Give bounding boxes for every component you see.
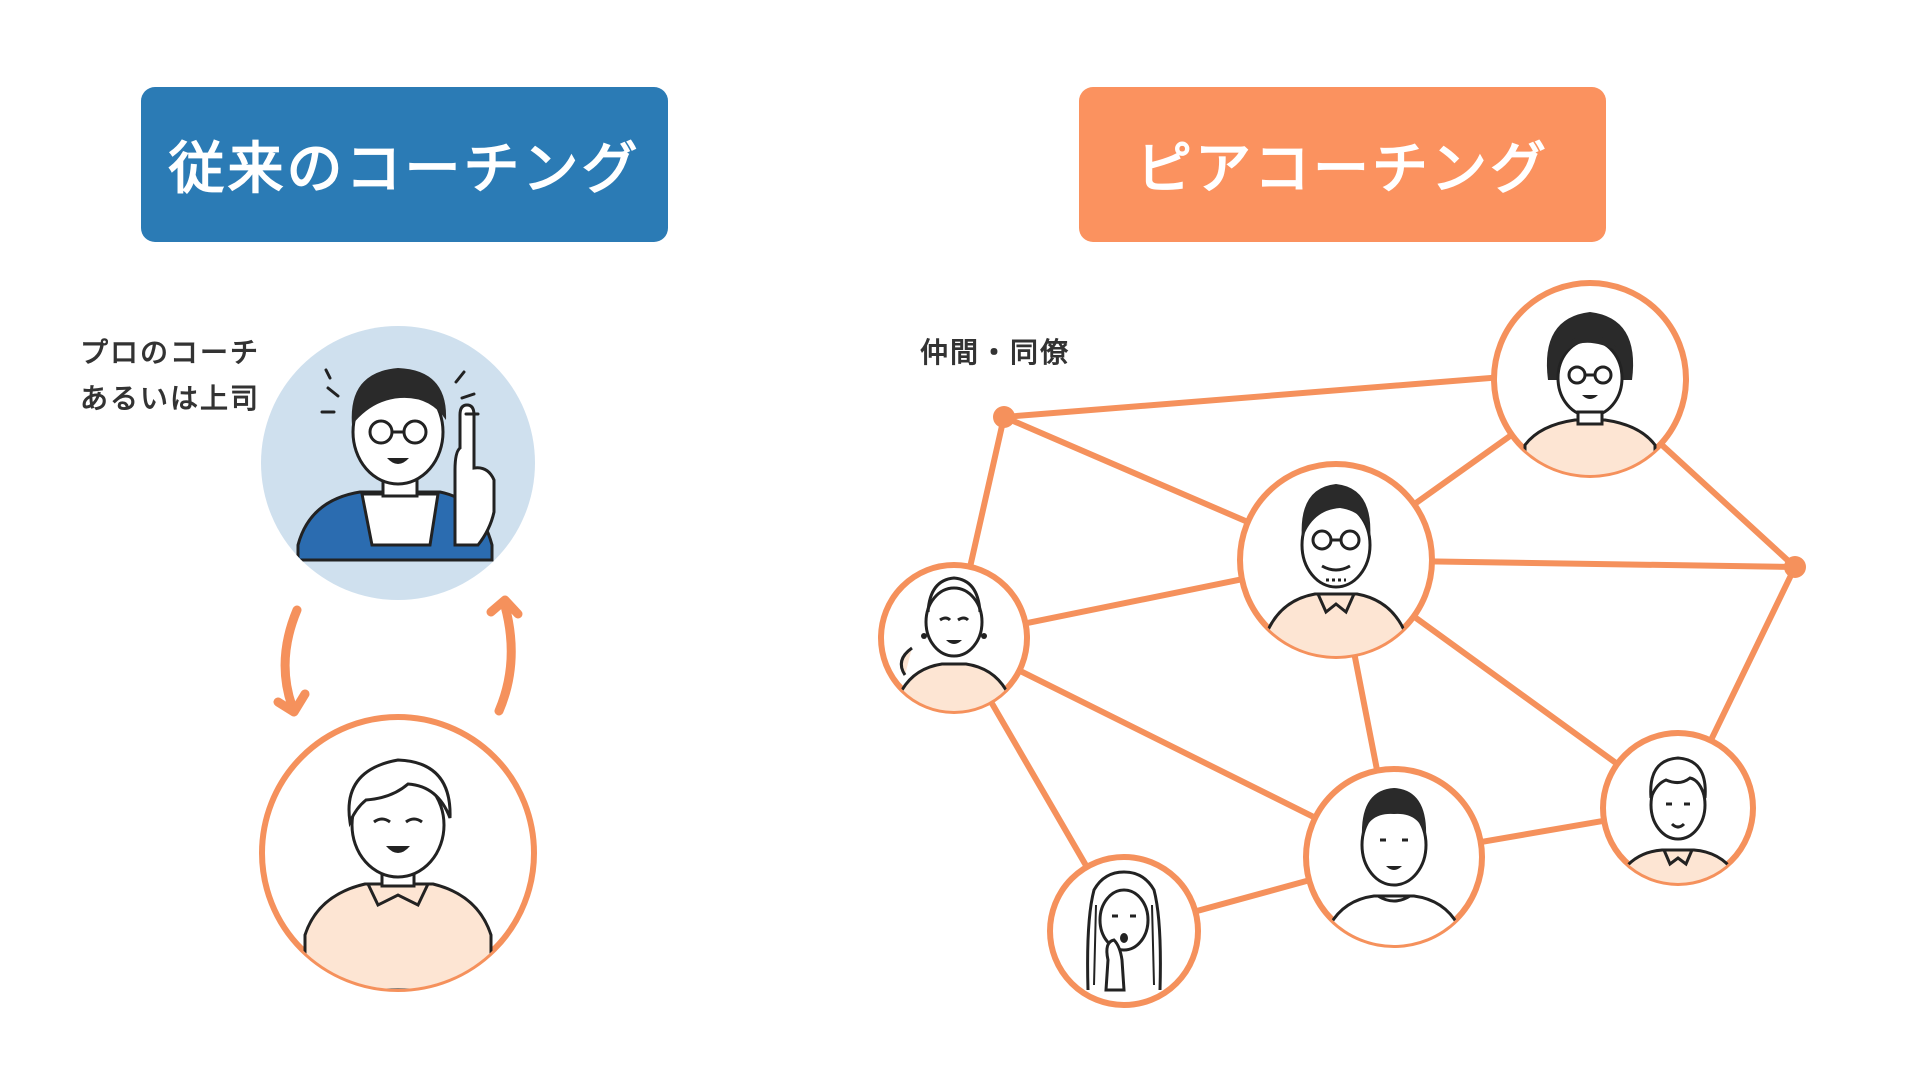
traditional-coaching-title: 従来のコーチング [141, 87, 668, 242]
peer-node-man-short-hair [1303, 766, 1485, 948]
cycle-arrows [273, 595, 523, 717]
coach-caption-line-2: あるいは上司 [80, 382, 261, 415]
person-smiling-icon [303, 758, 493, 989]
network-junction-dot [1784, 556, 1806, 578]
peers-caption: 仲間・同僚 [920, 336, 1071, 369]
peer-node-woman-glasses [1491, 280, 1689, 478]
arrow-down-icon [273, 605, 310, 717]
coach-avatar [261, 326, 535, 600]
peer-node-woman-earrings [878, 562, 1030, 714]
coach-caption: プロのコーチ あるいは上司 [80, 330, 260, 422]
learner-avatar [259, 714, 537, 992]
peer-node-woman-long-hair [1047, 854, 1201, 1008]
peer-coaching-title: ピアコーチング [1079, 87, 1606, 242]
network-junction-dot [993, 406, 1015, 428]
peer-node-man-curly-hair [1600, 730, 1756, 886]
person-glasses-pointing-icon [296, 368, 496, 562]
woman-glasses-avatar-icon [1523, 312, 1657, 475]
peer-node-man-glasses-beard [1237, 461, 1435, 659]
coach-caption-line-1: プロのコーチ [80, 336, 261, 369]
arrow-up-icon [486, 595, 523, 716]
excitement-marks-icon [320, 368, 480, 416]
woman-long-hair-surprised-avatar-icon [1086, 870, 1162, 992]
